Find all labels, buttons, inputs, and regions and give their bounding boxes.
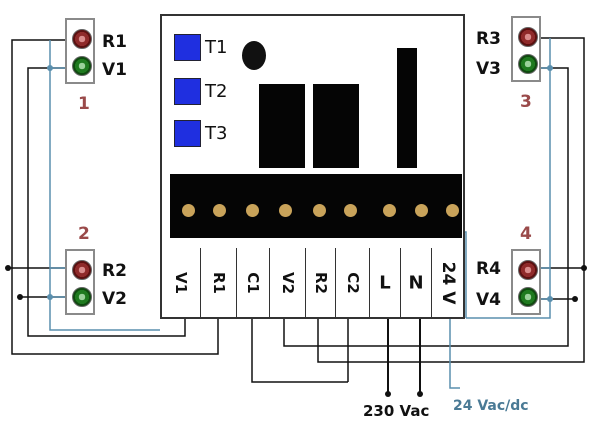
relay-2 [313, 84, 359, 168]
lamp-label-v3: V3 [476, 59, 501, 79]
terminal-c2: C2 [335, 248, 369, 318]
lamp-group-4 [511, 249, 541, 315]
button-t1[interactable] [174, 34, 201, 61]
terminal-r1: R1 [200, 248, 236, 318]
wire-c1 [251, 318, 348, 383]
terminal-label: L [379, 272, 391, 294]
transformer [397, 48, 417, 168]
wire-blue-right-1 [466, 38, 551, 319]
wire-blue-left-1 [49, 40, 160, 331]
terminal-label: C1 [244, 272, 262, 294]
terminal-screw [313, 204, 326, 217]
terminal-r2: R2 [305, 248, 335, 318]
lamp-group-3 [511, 16, 541, 82]
terminal-l: L [369, 248, 400, 318]
green-lamp-icon [72, 287, 92, 307]
terminal-24v: 24 V [431, 248, 463, 318]
wire-blue-left-3 [50, 267, 65, 298]
junction-dot [47, 294, 53, 300]
wire-r3 [317, 37, 585, 363]
junction-dot [572, 296, 578, 302]
terminal-v1: V1 [162, 248, 200, 318]
terminal-c1: C1 [236, 248, 269, 318]
red-lamp-icon [518, 260, 538, 280]
wire-v3 [283, 67, 569, 347]
green-lamp-icon [518, 287, 538, 307]
relay-1 [259, 84, 305, 168]
terminal-label: R2 [311, 272, 330, 294]
lamp-label-r3: R3 [476, 29, 501, 49]
red-lamp-icon [72, 29, 92, 49]
button-label-t3: T3 [205, 123, 228, 144]
lamp-label-v1: V1 [102, 60, 127, 80]
button-label-t2: T2 [205, 81, 228, 102]
low-voltage-label: 24 Vac/dc [453, 398, 529, 414]
terminal-screw [446, 204, 459, 217]
junction-dot [417, 391, 423, 397]
terminal-block [170, 174, 462, 238]
terminal-label: N [408, 272, 424, 294]
lamp-label-r1: R1 [102, 32, 127, 52]
green-lamp-icon [72, 56, 92, 76]
lamp-label-r2: R2 [102, 261, 127, 281]
junction-dot [17, 294, 23, 300]
button-t2[interactable] [174, 78, 201, 105]
button-label-t1: T1 [205, 37, 228, 58]
terminal-labels: V1 R1 C1 V2 R2 C2 L N 24 V [162, 248, 463, 318]
group-number-4: 4 [520, 224, 532, 244]
junction-dot [47, 65, 53, 71]
terminal-screw [415, 204, 428, 217]
group-number-2: 2 [78, 224, 90, 244]
junction-dot [547, 296, 553, 302]
status-led-icon [242, 41, 266, 70]
mains-label: 230 Vac [363, 402, 430, 420]
terminal-label: V1 [172, 271, 190, 295]
wire-v1 [27, 67, 186, 337]
group-number-1: 1 [78, 94, 90, 114]
terminal-screw [182, 204, 195, 217]
terminal-n: N [400, 248, 431, 318]
terminal-screw [213, 204, 226, 217]
lamp-group-2 [65, 249, 95, 315]
terminal-label: C2 [343, 272, 362, 294]
terminal-screw [246, 204, 259, 217]
lamp-label-r4: R4 [476, 259, 501, 279]
button-t3[interactable] [174, 120, 201, 147]
junction-dot [385, 391, 391, 397]
lamp-label-v4: V4 [476, 290, 501, 310]
terminal-label: V2 [278, 271, 297, 295]
terminal-screw [279, 204, 292, 217]
junction-dot [581, 265, 587, 271]
wire-r1 [11, 39, 219, 355]
lamp-label-v2: V2 [102, 289, 127, 309]
red-lamp-icon [72, 260, 92, 280]
terminal-v2: V2 [269, 248, 305, 318]
junction-dot [5, 265, 11, 271]
terminal-label: 24 V [437, 261, 458, 305]
group-number-3: 3 [520, 92, 532, 112]
green-lamp-icon [518, 54, 538, 74]
terminal-screw [383, 204, 396, 217]
terminal-screw [344, 204, 357, 217]
lamp-group-1 [65, 18, 95, 84]
controller-module: T1 T2 T3 V1 R1 C1 V2 R2 C2 [160, 14, 465, 319]
junction-dot [547, 65, 553, 71]
red-lamp-icon [518, 27, 538, 47]
terminal-label: R1 [209, 272, 228, 294]
